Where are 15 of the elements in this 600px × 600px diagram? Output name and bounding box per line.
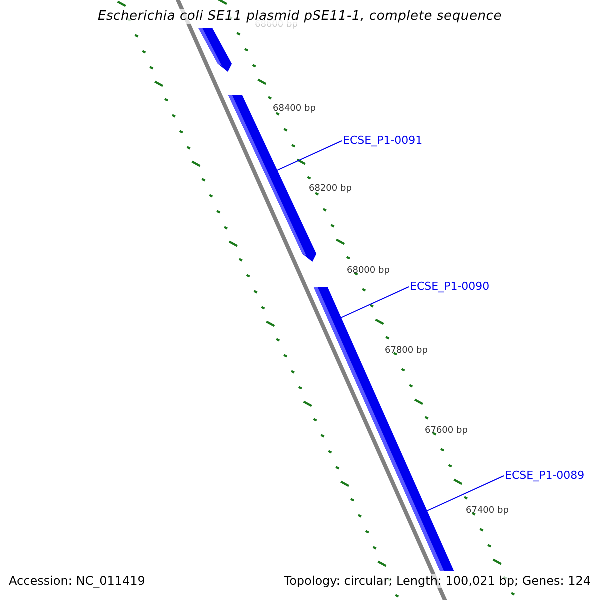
- tick-label: 67600 bp: [425, 426, 468, 436]
- accession-text: Accession: NC_011419: [9, 574, 146, 588]
- gene-label: ECSE_P1-0089: [505, 469, 585, 482]
- tick-label: 68200 bp: [309, 184, 352, 194]
- gene-label: ECSE_P1-0090: [410, 280, 490, 293]
- tick-label: 67400 bp: [466, 506, 509, 516]
- gene-segment: [348, 363, 454, 571]
- gene-segment: [314, 287, 362, 363]
- leader-line: [340, 286, 410, 318]
- gene-label: ECSE_P1-0091: [343, 134, 423, 147]
- leader-line: [426, 476, 504, 512]
- summary-text: Topology: circular; Length: 100,021 bp; Genes: 124: [284, 574, 591, 588]
- leader-line: [276, 140, 342, 172]
- gene-segment: [198, 28, 232, 72]
- tick-label: 68400 bp: [273, 104, 316, 114]
